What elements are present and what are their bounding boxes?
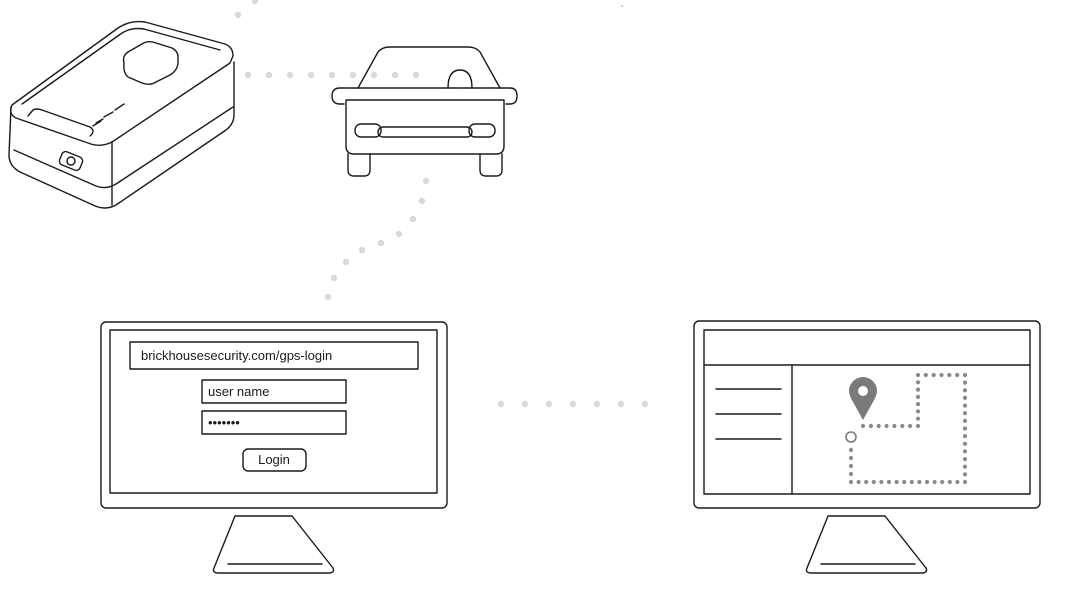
connector-dots-car-monitor: [324, 177, 430, 301]
route-dot: [923, 372, 928, 378]
car-front-icon: [331, 46, 518, 177]
route-dot: [915, 423, 921, 429]
route-dot: [962, 403, 968, 408]
login-monitor: brickhousesecurity.com/gps-login user na…: [100, 321, 448, 574]
route-dot: [924, 479, 930, 485]
route-dot: [848, 447, 854, 453]
monitor-screen-right: [703, 329, 1031, 495]
route-dot: [962, 418, 968, 423]
route-dot: [915, 394, 921, 399]
route-dot: [884, 423, 889, 429]
gps-tracker-device-icon: [8, 20, 235, 209]
route-dot: [962, 388, 968, 393]
route-dot: [915, 402, 921, 407]
route-dot: [962, 479, 968, 485]
username-field[interactable]: [201, 379, 347, 404]
map-monitor: [693, 320, 1041, 574]
route-dot: [864, 479, 869, 485]
faint-dots-top: [599, 5, 721, 10]
map-pin-icon: [849, 377, 877, 420]
monitor-frame-right: [693, 320, 1041, 509]
route-dot: [947, 372, 952, 378]
monitor-screen: [109, 329, 438, 494]
route-path: [848, 372, 968, 485]
monitor-stand: [212, 515, 335, 574]
route-dot: [848, 463, 854, 469]
route-dot: [915, 409, 921, 414]
route-dot: [962, 464, 968, 469]
monitor-frame: [100, 321, 448, 509]
route-dot: [932, 479, 937, 485]
route-dot: [962, 372, 968, 378]
route-dot: [962, 411, 968, 416]
password-value: •••••••: [208, 415, 240, 430]
route-dot: [939, 372, 944, 378]
route-dot: [962, 441, 968, 446]
route-dot: [962, 449, 968, 454]
route-dot: [900, 423, 905, 429]
connector-dots-monitor-monitor: [497, 400, 649, 408]
route-dot: [915, 380, 921, 385]
route-dot: [892, 423, 897, 429]
route-dot: [955, 479, 960, 485]
route-dot: [962, 434, 968, 439]
route-dot: [940, 479, 945, 485]
url-text: brickhousesecurity.com/gps-login: [141, 348, 332, 363]
route-dot: [856, 479, 861, 485]
route-dot: [848, 471, 854, 477]
connector-dots-tracker-car: [244, 71, 420, 79]
route-dot: [962, 457, 968, 462]
connector-dots-tracker-up: [234, 0, 259, 19]
route-dot: [909, 479, 914, 485]
login-button-label: Login: [258, 452, 290, 467]
monitor-stand-right: [805, 515, 928, 574]
route-dot: [860, 423, 866, 429]
route-dot: [868, 423, 874, 429]
route-dot: [917, 479, 922, 485]
route-dot: [931, 372, 936, 378]
route-dot: [871, 479, 876, 485]
route-start-marker: [845, 431, 857, 443]
route-dot: [894, 479, 899, 485]
route-dot: [955, 372, 960, 378]
route-dot: [915, 387, 921, 392]
route-dot: [962, 380, 968, 385]
route-dot: [848, 479, 854, 485]
url-bar[interactable]: [129, 341, 419, 370]
route-dot: [962, 426, 968, 431]
route-dot: [886, 479, 892, 485]
route-dot: [962, 472, 968, 477]
route-dot: [848, 455, 854, 461]
route-dot: [962, 395, 968, 400]
route-dot: [915, 372, 921, 378]
login-button[interactable]: [242, 448, 307, 472]
route-dot: [879, 479, 884, 485]
username-placeholder: user name: [208, 384, 269, 399]
route-dot: [876, 423, 881, 429]
route-dot: [947, 479, 952, 485]
route-dot: [902, 479, 907, 485]
route-dot: [908, 423, 913, 429]
route-dot: [915, 416, 921, 421]
password-field[interactable]: [201, 410, 347, 435]
